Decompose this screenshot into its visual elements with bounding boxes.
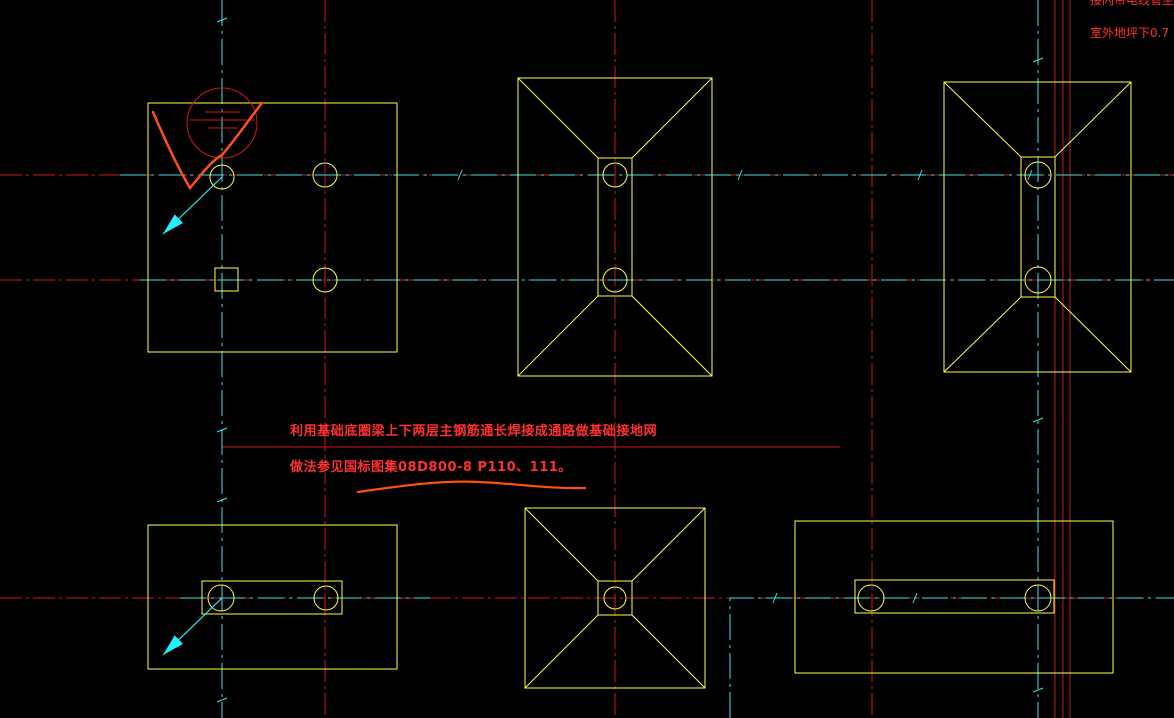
slope-line (943, 81, 1022, 158)
axis-bubble (186, 87, 258, 159)
pile-circle (313, 585, 339, 611)
footing-outline (517, 77, 713, 377)
footing-outline (524, 507, 706, 689)
pile-circle (207, 584, 235, 612)
grounding-note-line1: 利用基础底圈梁上下两层主钢筋通长焊接成通路做基础接地网 (290, 424, 658, 439)
axis-tick (1027, 169, 1033, 181)
hand-drawn-check-icon (151, 101, 264, 191)
axis-tick (737, 169, 743, 181)
slope-line (524, 614, 599, 689)
markup-group (151, 87, 587, 656)
axis-tick (216, 497, 228, 503)
leader-arrowhead (163, 214, 183, 234)
corner-note-line1: 接闪带电线管至 (1090, 0, 1174, 7)
footing-outline (147, 102, 398, 353)
pile-circle (1024, 161, 1052, 189)
slope-line (631, 614, 706, 689)
corner-note-line2: 室外地坪下0.7 (1090, 26, 1170, 40)
pile-circle (603, 586, 627, 610)
pedestal-outline (597, 580, 633, 616)
axis-tick (216, 17, 228, 23)
axis-tick (1032, 417, 1044, 423)
cyan-axis-line (729, 597, 1174, 718)
pile-circle (209, 164, 235, 190)
axis-tick (1032, 57, 1044, 63)
slope-line (943, 296, 1022, 373)
slope-line (631, 507, 706, 582)
hand-drawn-underline (356, 480, 587, 494)
slope-line (1054, 296, 1132, 373)
axis-tick (917, 169, 923, 181)
slope-line (631, 77, 713, 159)
slope-line (517, 295, 599, 377)
column-square (214, 267, 239, 292)
slope-line (1054, 81, 1132, 158)
axis-tick (1032, 687, 1044, 693)
axis-tick (457, 169, 463, 181)
axis-tick (216, 427, 228, 433)
pile-circle (857, 584, 885, 612)
pile-circle (312, 162, 338, 188)
pile-circle (1024, 584, 1052, 612)
pile-circle (602, 267, 628, 293)
pile-circle (1024, 266, 1052, 294)
footing-outline (147, 524, 398, 670)
footing-outline (794, 520, 1114, 674)
axis-tick (772, 592, 778, 604)
pile-circle (312, 267, 338, 293)
leader-arrowhead (163, 635, 183, 655)
pedestal-outline (1020, 156, 1056, 298)
slope-line (631, 295, 713, 377)
footing-outline (943, 81, 1132, 373)
pedestal-outline (854, 579, 1055, 614)
pile-circle (602, 162, 628, 188)
axis-tick (912, 592, 918, 604)
axis-tick (216, 697, 228, 703)
pedestal-outline (201, 580, 343, 615)
slope-line (517, 77, 599, 159)
grounding-note-line2: 做法参见国标图集08D800-8 P110、111。 (290, 460, 572, 475)
pedestal-outline (597, 157, 633, 297)
footing-group (147, 77, 1132, 689)
slope-line (524, 507, 599, 582)
